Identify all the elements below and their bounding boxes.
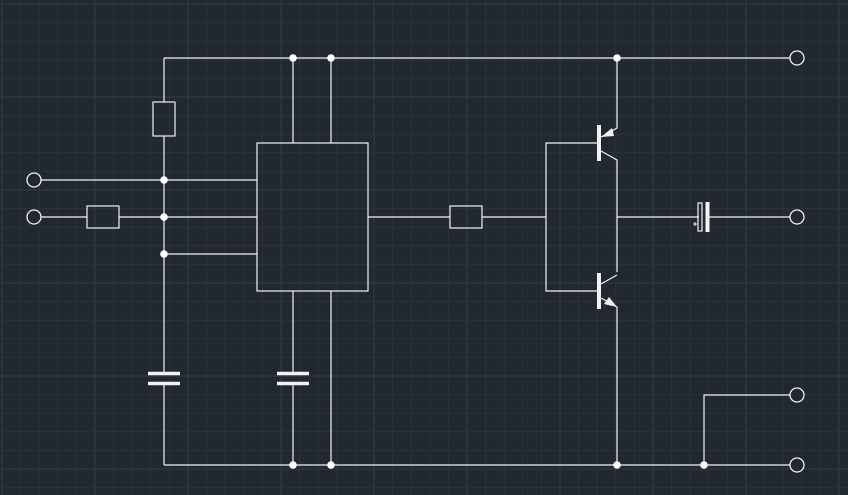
junction-dot: [289, 54, 297, 62]
transistor-q1-collector: [600, 150, 618, 272]
transistor-q2-collector: [600, 274, 618, 285]
terminal-circle[interactable]: [789, 209, 805, 225]
junction-dot: [160, 213, 168, 221]
transistor-q1-arrow-icon: [601, 128, 614, 137]
circuit-schematic: [41, 57, 790, 466]
terminal-circle[interactable]: [26, 172, 42, 188]
resistor-r2-input: [86, 205, 120, 229]
junction-dot: [289, 461, 297, 469]
terminal-circle[interactable]: [789, 387, 805, 403]
junction-dot: [160, 176, 168, 184]
resistor-r3-base: [449, 205, 483, 229]
wire-aux-terminal: [703, 394, 790, 465]
junction-dot: [613, 461, 621, 469]
terminal-circle[interactable]: [789, 457, 805, 473]
terminal-circle[interactable]: [26, 209, 42, 225]
transistor-q2-arrow-icon: [604, 297, 617, 307]
junction-dots: [160, 54, 708, 469]
capacitor-c3-output: [693, 202, 710, 232]
junction-dot: [613, 54, 621, 62]
junction-dot: [327, 54, 335, 62]
terminal-circles: [26, 50, 805, 473]
junction-dot: [160, 250, 168, 258]
capacitor-c1: [148, 371, 180, 386]
terminal-circle[interactable]: [789, 50, 805, 66]
junction-dot: [700, 461, 708, 469]
transistor-q2-emitter: [600, 297, 618, 465]
capacitor-c2: [277, 371, 309, 386]
wire-base-split: [545, 142, 599, 292]
ic-block: [256, 142, 369, 292]
resistor-r1-vertical: [152, 101, 176, 137]
junction-dot: [327, 461, 335, 469]
